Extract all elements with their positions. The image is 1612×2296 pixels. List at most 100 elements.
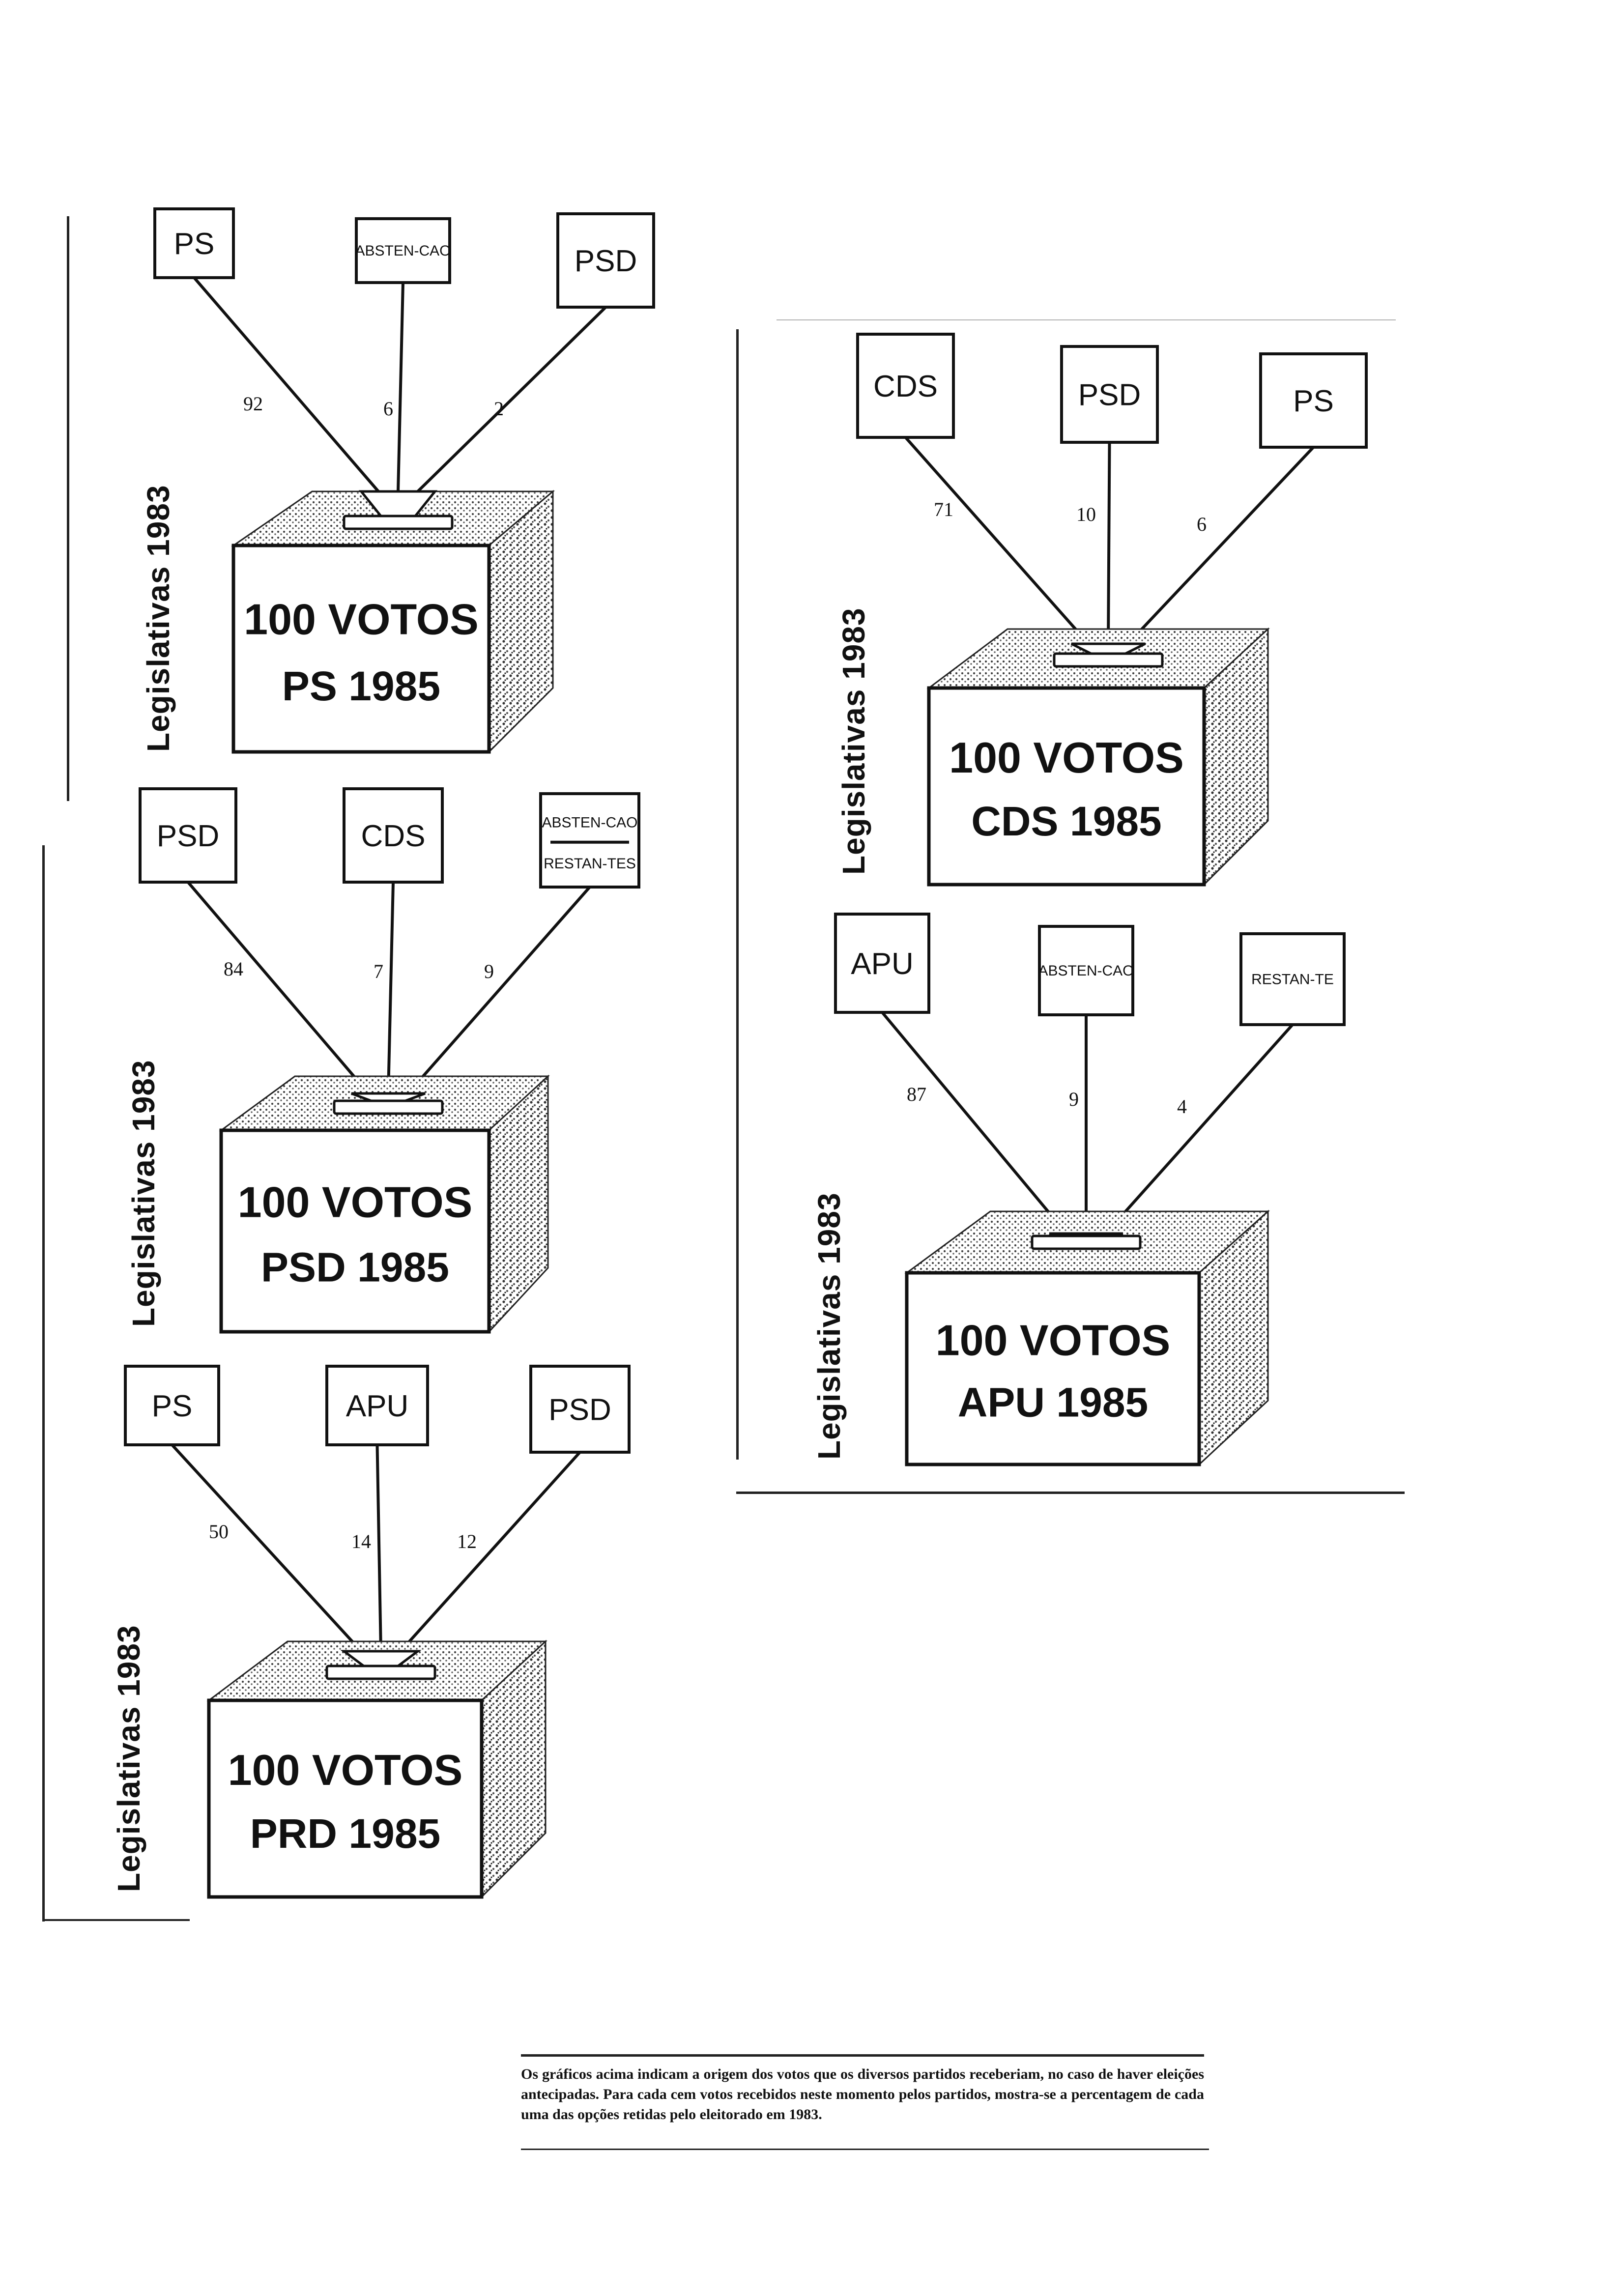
value-label-cds-1: 10 xyxy=(1076,503,1096,525)
value-label-prd-1: 14 xyxy=(351,1530,371,1552)
source-label-psd-2: ABSTEN-CAO xyxy=(542,814,637,831)
left-rule-bottom xyxy=(42,845,45,1922)
value-label-cds-0: 71 xyxy=(934,498,953,520)
connector-line-cds-2 xyxy=(1126,446,1315,645)
ballot-funnel-ps xyxy=(358,490,438,517)
source-label-prd-2: PSD xyxy=(548,1393,611,1427)
value-label-prd-0: 50 xyxy=(209,1521,229,1543)
source-box-cds-1 xyxy=(1060,345,1159,444)
source-box-apu-0 xyxy=(834,913,930,1014)
sidebar-label-ps: Legislativas 1983 xyxy=(141,485,176,752)
value-label-ps-1: 6 xyxy=(383,398,393,420)
source-box-cds-2 xyxy=(1259,352,1368,449)
bottom-rule-left xyxy=(42,1919,190,1921)
connector-line-psd-2 xyxy=(406,886,591,1094)
ballot-box-title-cds: 100 VOTOS xyxy=(949,733,1184,782)
ballot-slot-psd xyxy=(333,1099,444,1115)
ballot-slot-apu xyxy=(1031,1234,1142,1250)
sidebar-label-prd: Legislativas 1983 xyxy=(111,1625,146,1892)
caption-text: Os gráficos acima indicam a origem dos v… xyxy=(521,2066,1204,2123)
connector-line-ps-0 xyxy=(193,277,380,492)
ballot-box-title-ps: 100 VOTOS xyxy=(244,595,479,644)
connector-line-apu-2 xyxy=(1104,1024,1294,1234)
source-label-prd-1: APU xyxy=(346,1389,408,1423)
ballot-box-party-apu: APU 1985 xyxy=(958,1379,1149,1426)
ballot-funnel-cds xyxy=(1070,642,1146,655)
source-label-ps-0: PS xyxy=(174,227,215,261)
diagram-prd: PS 50 APU 14 PSD 12 100 VOTOS PRD 1985 xyxy=(124,1365,631,1899)
connector-line-apu-0 xyxy=(881,1011,1068,1234)
ballot-funnel-psd xyxy=(351,1092,426,1102)
source-label-cds-2: PS xyxy=(1293,384,1334,418)
source-sublabel-psd-2: RESTAN-TES xyxy=(544,856,636,872)
ballot-box-title-prd: 100 VOTOS xyxy=(228,1746,463,1794)
source-box-ps-1 xyxy=(355,217,451,284)
ballot-box-front-psd xyxy=(219,1128,491,1334)
connector-line-prd-1 xyxy=(375,1444,382,1652)
ballot-funnel-apu xyxy=(1049,1232,1123,1237)
ballot-box-front-apu xyxy=(905,1271,1201,1466)
connector-line-cds-1 xyxy=(1107,442,1111,644)
diagram-apu: APU 87 ABSTEN-CAO 9 RESTAN-TE 4 100 VOTOS APU 1… xyxy=(834,913,1346,1466)
value-label-apu-2: 4 xyxy=(1177,1095,1187,1118)
diagram-ps: PS 92 ABSTEN-CAO 6 PSD 2 100 VOTOS PS 1985 xyxy=(153,207,655,754)
connector-line-ps-2 xyxy=(416,306,607,493)
right-panel-left-rule xyxy=(736,329,739,1460)
source-box-prd-0 xyxy=(124,1365,220,1446)
sidebar-label-psd: Legislativas 1983 xyxy=(126,1060,161,1327)
source-label-apu-0: APU xyxy=(851,947,913,981)
connector-line-prd-0 xyxy=(171,1443,363,1653)
ballot-slot-cds xyxy=(1053,652,1164,668)
source-box-cds-0 xyxy=(856,333,955,439)
source-box-prd-1 xyxy=(325,1365,429,1446)
source-box-apu-1 xyxy=(1038,925,1134,1016)
source-label-ps-1: ABSTEN-CAO xyxy=(355,243,451,259)
value-label-psd-1: 7 xyxy=(374,960,383,982)
value-label-psd-0: 84 xyxy=(224,958,243,980)
source-box-psd-0 xyxy=(139,787,237,884)
ballot-box-party-cds: CDS 1985 xyxy=(971,798,1162,844)
value-label-apu-1: 9 xyxy=(1069,1088,1079,1110)
connector-line-prd-2 xyxy=(399,1451,581,1653)
source-box-psd-1 xyxy=(343,787,444,884)
ballot-funnel-prd xyxy=(340,1650,422,1667)
source-label-ps-2: PSD xyxy=(575,244,637,278)
ballot-slot-prd xyxy=(325,1665,436,1680)
value-label-ps-2: 2 xyxy=(494,398,504,420)
caption-rule-top xyxy=(521,2054,1204,2057)
connector-line-psd-0 xyxy=(187,881,370,1094)
ballot-box-front-prd xyxy=(207,1698,484,1899)
source-box-prd-2 xyxy=(529,1365,631,1454)
ballot-box-party-prd: PRD 1985 xyxy=(250,1810,441,1857)
value-label-apu-0: 87 xyxy=(907,1083,926,1105)
value-label-prd-2: 12 xyxy=(457,1530,477,1552)
ballot-box-party-ps: PS 1985 xyxy=(282,663,440,709)
source-label-psd-1: CDS xyxy=(361,819,426,853)
source-box-apu-2 xyxy=(1239,932,1346,1026)
caption-rule-bottom xyxy=(521,2149,1209,2150)
connector-line-ps-1 xyxy=(397,282,404,492)
source-label-psd-0: PSD xyxy=(157,819,219,853)
right-panel-top-rule xyxy=(777,319,1396,320)
value-label-ps-0: 92 xyxy=(243,393,263,415)
ballot-box-front-cds xyxy=(927,686,1206,887)
value-label-psd-2: 9 xyxy=(484,960,494,982)
source-label-prd-0: PS xyxy=(152,1389,193,1423)
source-label-cds-0: CDS xyxy=(873,370,938,403)
source-label-apu-2: RESTAN-TE xyxy=(1251,972,1334,988)
ballot-box-party-psd: PSD 1985 xyxy=(261,1244,449,1291)
sidebar-label-apu: Legislativas 1983 xyxy=(811,1192,847,1460)
sidebar-label-cds: Legislativas 1983 xyxy=(836,607,871,875)
ballot-box-title-apu: 100 VOTOS xyxy=(936,1316,1171,1365)
ballot-slot-ps xyxy=(343,515,454,530)
left-rule-top xyxy=(67,216,69,801)
source-label-cds-1: PSD xyxy=(1078,378,1141,412)
diagram-psd: PSD 84 CDS 7 ABSTEN-CAO RESTAN-TES 9 100 VOTOS P… xyxy=(139,787,640,1334)
connector-line-psd-1 xyxy=(387,882,395,1094)
connector-line-cds-0 xyxy=(904,436,1090,645)
ballot-box-front-ps xyxy=(231,544,491,754)
source-label-apu-1: ABSTEN-CAO xyxy=(1038,963,1134,979)
ballot-box-title-psd: 100 VOTOS xyxy=(238,1177,473,1226)
